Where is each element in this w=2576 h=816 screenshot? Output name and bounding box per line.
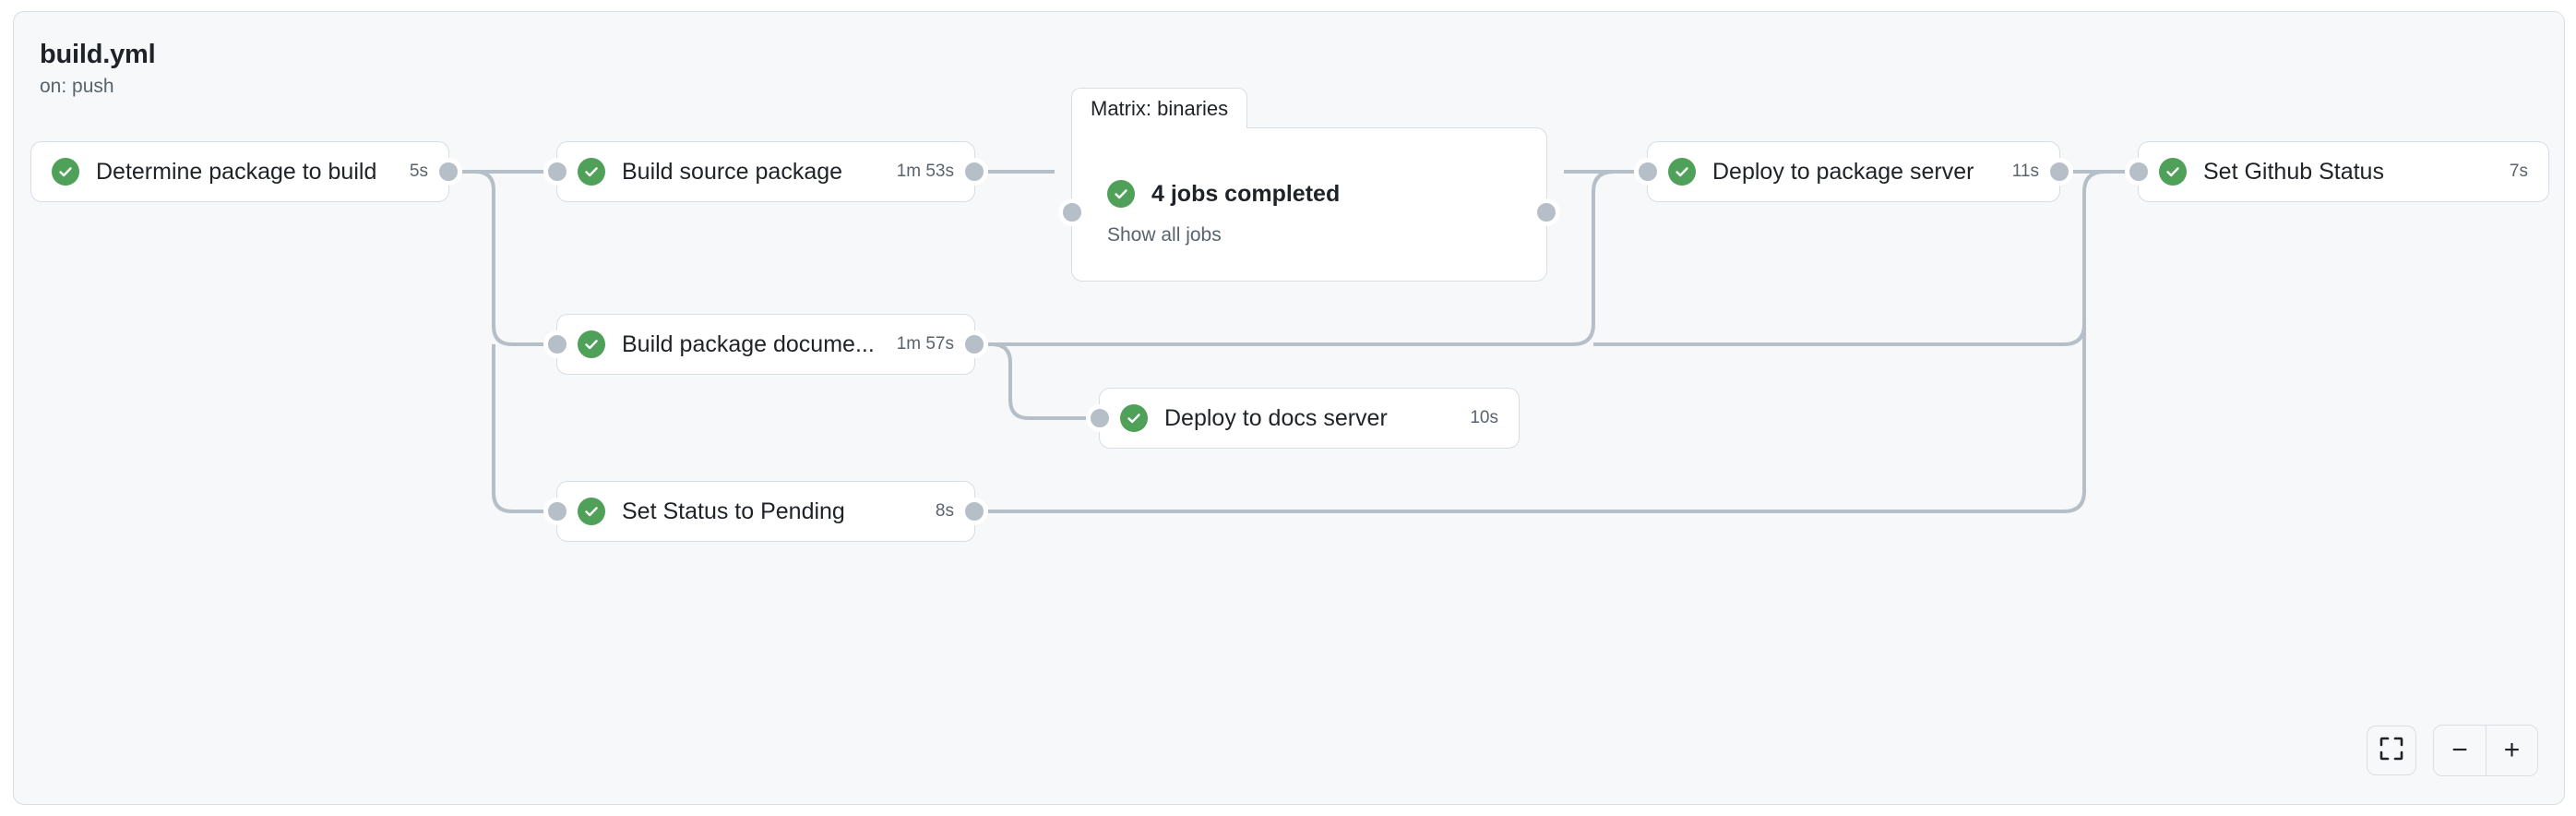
node-label: Set Github Status — [2203, 158, 2384, 185]
node-output-port[interactable] — [960, 330, 988, 358]
success-check-icon — [1668, 158, 1696, 186]
matrix-status-label: 4 jobs completed — [1151, 180, 1341, 207]
matrix-input-port[interactable] — [1058, 198, 1086, 226]
fit-to-screen-icon — [2379, 737, 2403, 765]
node-duration: 1m 57s — [896, 334, 954, 354]
node-label: Deploy to package server — [1712, 158, 1974, 185]
success-check-icon — [1120, 404, 1148, 432]
page-title: build.yml — [40, 40, 156, 69]
matrix-group[interactable]: Matrix: binaries 4 jobs completed Show a… — [1058, 88, 1560, 282]
node-deploy-to-package-server[interactable]: Deploy to package server 11s — [1634, 141, 2073, 202]
success-check-icon — [578, 158, 605, 186]
node-label: Deploy to docs server — [1164, 404, 1388, 431]
fit-to-screen-button[interactable] — [2367, 726, 2416, 775]
success-check-icon — [52, 158, 79, 186]
node-duration: 8s — [935, 501, 954, 521]
workflow-canvas[interactable]: build.yml on: push Determine package to … — [13, 11, 2565, 805]
node-duration: 1m 53s — [896, 162, 954, 181]
success-check-icon — [578, 330, 605, 358]
node-set-github-status[interactable]: Set Github Status 7s — [2125, 141, 2549, 202]
node-input-port[interactable] — [1086, 404, 1114, 432]
matrix-status-row: 4 jobs completed — [1107, 180, 1340, 208]
edge-determine-to-set-pending — [492, 344, 545, 513]
node-label: Build source package — [622, 158, 843, 185]
node-label: Build package docume... — [622, 330, 875, 357]
matrix-group-body[interactable]: 4 jobs completed Show all jobs — [1058, 127, 1560, 282]
workflow-trigger: on: push — [40, 76, 114, 97]
show-all-jobs-link[interactable]: Show all jobs — [1107, 224, 1222, 246]
node-duration: 5s — [409, 162, 428, 181]
zoom-in-button[interactable]: + — [2486, 726, 2537, 775]
success-check-icon — [2159, 158, 2187, 186]
node-build-source-package[interactable]: Build source package 1m 53s — [543, 141, 988, 202]
workflow-header: build.yml on: push — [40, 38, 156, 101]
node-duration: 7s — [2509, 162, 2528, 181]
node-input-port[interactable] — [1634, 158, 1662, 186]
plus-icon: + — [2503, 735, 2521, 765]
node-output-port[interactable] — [960, 498, 988, 525]
node-label: Set Status to Pending — [622, 498, 845, 524]
node-input-port[interactable] — [543, 498, 571, 525]
edge-determine-to-build-docs — [449, 170, 545, 346]
edge-build-docs-merge-right — [1593, 197, 2086, 346]
node-set-status-to-pending[interactable]: Set Status to Pending 8s — [543, 481, 988, 542]
zoom-out-button[interactable]: − — [2434, 726, 2486, 775]
node-determine-package-to-build[interactable]: Determine package to build 5s — [30, 141, 462, 202]
node-input-port[interactable] — [543, 330, 571, 358]
matrix-output-port[interactable] — [1532, 198, 1560, 226]
node-input-port[interactable] — [543, 158, 571, 186]
success-check-icon — [578, 498, 605, 525]
minus-icon: − — [2451, 735, 2468, 765]
node-output-port[interactable] — [435, 158, 462, 186]
node-duration: 11s — [2011, 162, 2039, 181]
matrix-group-tab: Matrix: binaries — [1071, 88, 1248, 128]
success-check-icon — [1107, 180, 1135, 208]
node-output-port[interactable] — [2045, 158, 2073, 186]
zoom-control-group[interactable]: − + — [2433, 725, 2538, 776]
node-build-package-documentation[interactable]: Build package docume... 1m 57s — [543, 314, 988, 375]
node-input-port[interactable] — [2125, 158, 2153, 186]
node-output-port[interactable] — [960, 158, 988, 186]
canvas-controls[interactable]: − + — [2367, 725, 2538, 776]
node-duration: 10s — [1470, 408, 1498, 427]
node-label: Determine package to build — [96, 158, 377, 185]
node-deploy-to-docs-server[interactable]: Deploy to docs server 10s — [1086, 388, 1520, 449]
